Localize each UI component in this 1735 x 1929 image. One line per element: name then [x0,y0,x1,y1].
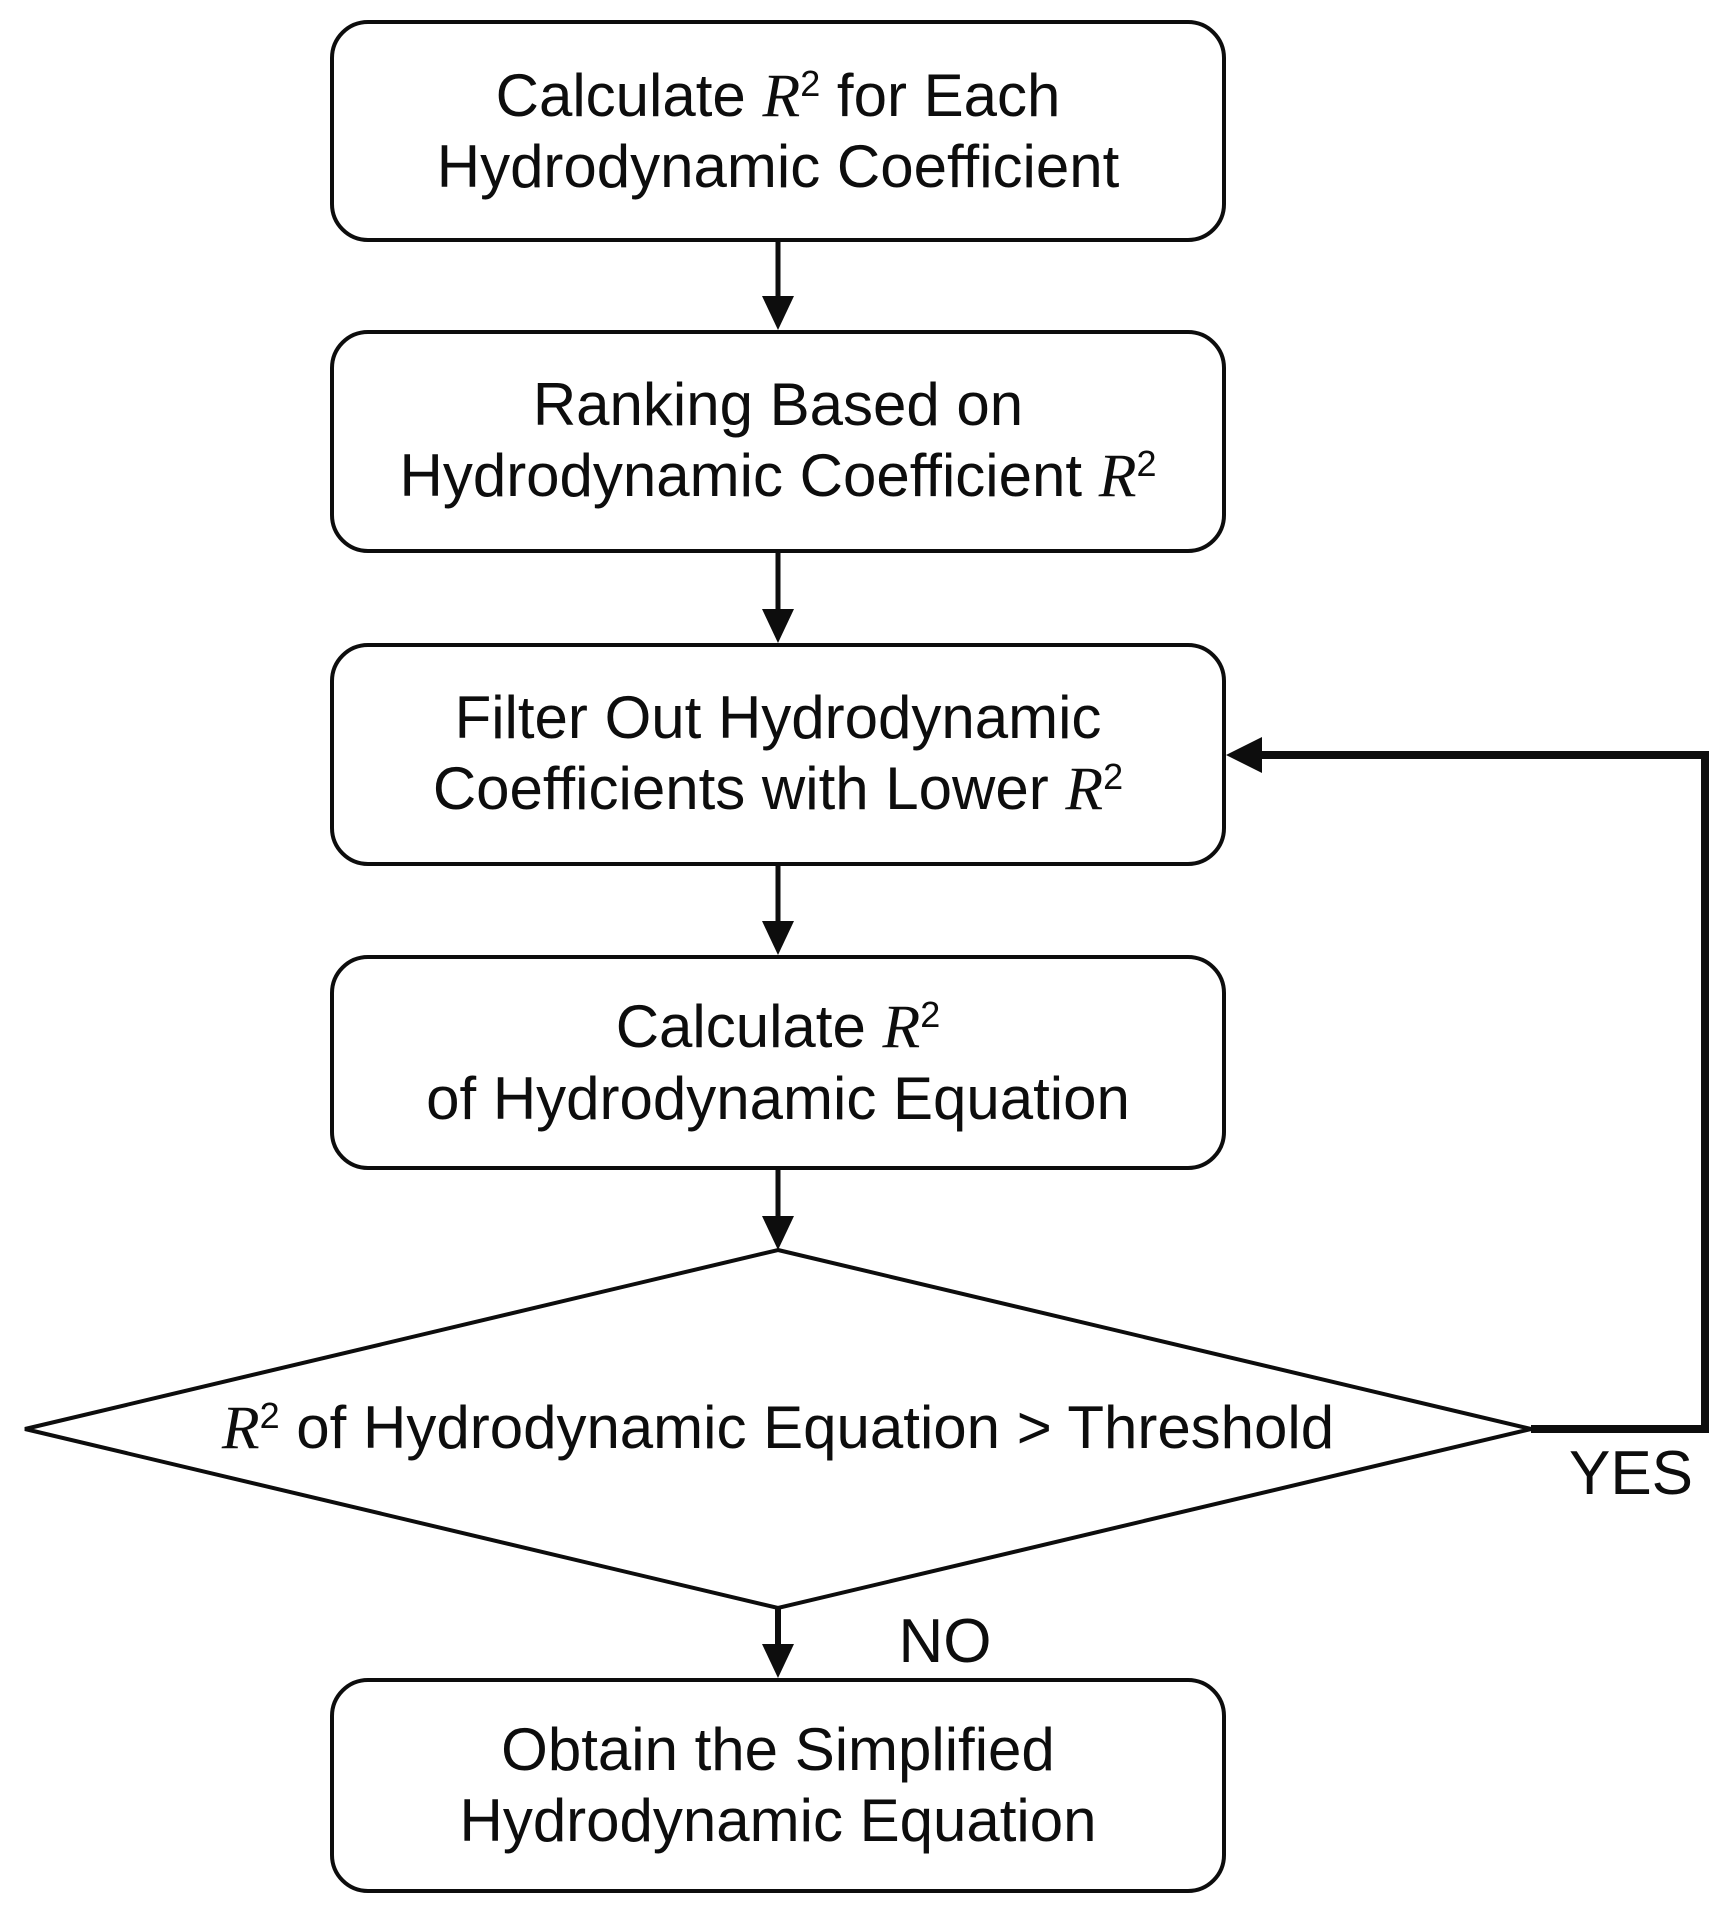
flow-arrow-4 [762,1170,794,1250]
flow-arrow-1 [762,242,794,330]
no-branch-label: NO [898,1607,992,1676]
yes-branch-label: YES [1568,1439,1694,1508]
yes-loop-connector [1226,737,1709,1433]
decision-label: R2 of Hydrodynamic Equation > Threshold [221,1393,1335,1462]
flow-arrow-3 [762,866,794,955]
decision-threshold-check: R2 of Hydrodynamic Equation > Threshold [68,1384,1488,1472]
no-branch-arrow [762,1608,794,1678]
flow-arrow-2 [762,553,794,643]
